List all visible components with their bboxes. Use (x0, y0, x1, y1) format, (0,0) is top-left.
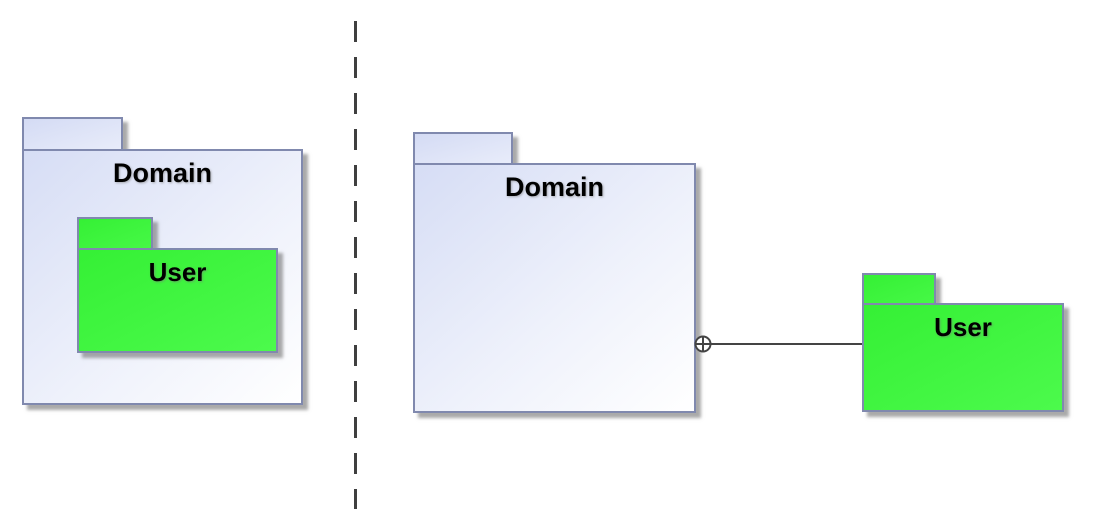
containment-link[interactable] (680, 320, 870, 370)
package-label: User (934, 312, 992, 342)
package-label: Domain (504, 172, 604, 202)
package-tab (22, 117, 123, 151)
package-body: User (77, 248, 278, 353)
panel-separator-dashed-line (354, 21, 357, 509)
package-tab (862, 273, 936, 305)
package-user-left-nested[interactable]: User (77, 217, 278, 353)
package-label: User (148, 257, 207, 287)
package-body: User (862, 303, 1064, 412)
package-body: Domain (413, 163, 696, 413)
package-tab (413, 132, 513, 165)
package-user-right[interactable]: User (862, 273, 1064, 412)
package-tab (77, 217, 153, 250)
package-domain-right[interactable]: Domain (413, 132, 696, 413)
containment-anchor-icon (694, 335, 712, 353)
package-label: Domain (112, 158, 212, 188)
